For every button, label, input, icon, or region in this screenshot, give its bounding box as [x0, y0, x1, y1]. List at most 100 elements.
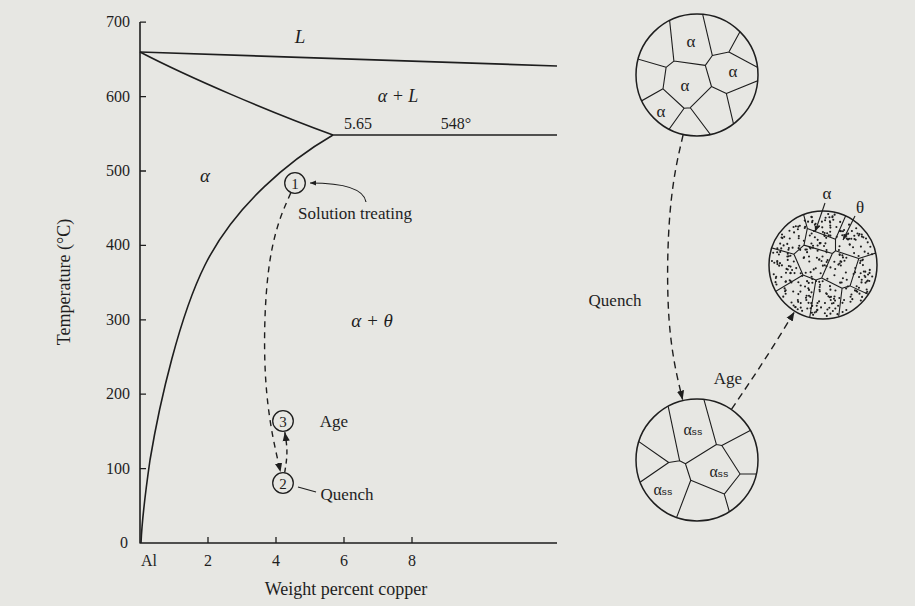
precipitate-dot	[810, 243, 812, 245]
precipitate-dot	[834, 300, 836, 302]
liquidus-line	[140, 52, 557, 66]
precipitate-dot	[845, 287, 847, 289]
phase-label: αₛₛ	[683, 422, 702, 438]
precipitate-dot	[849, 243, 851, 245]
precipitate-dot	[830, 296, 832, 298]
grain-structure-circle: αααα	[635, 13, 759, 137]
precipitate-dot	[818, 300, 820, 302]
solidus-line	[140, 52, 333, 135]
precipitate-dot	[775, 277, 777, 279]
precipitate-dot	[781, 237, 783, 239]
axis-title: Temperature (°C)	[55, 219, 73, 345]
precipitate-dot	[806, 251, 808, 253]
precipitate-dot	[834, 307, 836, 309]
phase-label: α	[681, 77, 690, 94]
precipitate-dot	[810, 291, 812, 293]
precipitate-dot	[819, 242, 821, 244]
phase-region-label: α + θ	[351, 311, 393, 330]
step-label: Quench	[321, 486, 374, 503]
precipitate-dot	[787, 249, 789, 251]
precipitate-dot	[829, 227, 831, 229]
precipitate-dot	[786, 243, 788, 245]
precipitate-dot	[795, 225, 797, 227]
precipitate-dot	[829, 285, 831, 287]
process-step-label: Quench	[586, 291, 645, 310]
precipitate-dot	[843, 260, 845, 262]
precipitate-dot	[798, 235, 800, 237]
precipitate-dot	[789, 237, 791, 239]
precipitate-dot	[792, 290, 794, 292]
precipitate-dot	[861, 236, 863, 238]
precipitate-dot	[854, 267, 856, 269]
precipitate-dot	[819, 286, 821, 288]
precipitate-dot	[807, 302, 809, 304]
precipitate-dot	[804, 285, 806, 287]
precipitate-dot	[825, 249, 827, 251]
precipitate-dot	[851, 298, 853, 300]
precipitate-dot	[831, 216, 833, 218]
precipitate-dot	[783, 244, 785, 246]
precipitate-dot	[841, 234, 843, 236]
precipitate-dot	[833, 298, 835, 300]
precipitate-dot	[785, 289, 787, 291]
precipitate-dot	[821, 255, 823, 257]
precipitate-dot	[853, 252, 855, 254]
precipitate-dot	[811, 305, 813, 307]
precipitate-dot	[782, 296, 784, 298]
precipitate-dot	[834, 268, 836, 270]
tick-label: 200	[106, 386, 130, 402]
precipitate-dot	[839, 282, 841, 284]
precipitate-dot	[811, 233, 813, 235]
precipitate-dot	[810, 216, 812, 218]
precipitate-dot	[826, 278, 828, 280]
eutectic-composition: 5.65	[344, 116, 372, 132]
precipitate-dot	[780, 276, 782, 278]
microstructure-outline	[636, 399, 758, 521]
precipitate-dot	[788, 230, 790, 232]
precipitate-dot	[833, 261, 835, 263]
leader-line	[310, 183, 366, 202]
precipitate-dot	[778, 254, 780, 256]
precipitate-dot	[829, 289, 831, 291]
precipitate-dot	[838, 262, 840, 264]
precipitate-dot	[869, 246, 871, 248]
precipitate-dot	[871, 253, 873, 255]
precipitate-dot	[858, 255, 860, 257]
phase-label: αₛₛ	[653, 482, 672, 498]
step-number-circle: 1	[284, 172, 306, 194]
precipitate-dot	[797, 228, 799, 230]
precipitate-dot	[828, 234, 830, 236]
precipitate-dot	[797, 308, 799, 310]
tick-label: 300	[106, 312, 130, 328]
step-circle	[285, 173, 306, 194]
tick-label: 8	[408, 553, 416, 569]
precipitate-dot	[815, 267, 817, 269]
grain-boundaries	[630, 393, 764, 527]
phase-label: α	[729, 63, 738, 80]
precipitate-dot	[820, 272, 822, 274]
precipitate-dot	[822, 231, 824, 233]
precipitate-dot	[805, 297, 807, 299]
precipitate-dot	[827, 259, 829, 261]
precipitate-dot	[784, 287, 786, 289]
precipitate-dot	[785, 293, 787, 295]
precipitate-dot	[822, 280, 824, 282]
precipitate-dot	[831, 302, 833, 304]
precipitate-structure-circle: αθ	[765, 185, 881, 325]
precipitate-dot	[867, 273, 869, 275]
precipitate-dot	[798, 245, 800, 247]
precipitate-dot	[828, 216, 830, 218]
precipitate-dot	[843, 229, 845, 231]
precipitate-dot	[808, 289, 810, 291]
precipitate-dot	[787, 268, 789, 270]
precipitate-dot	[793, 261, 795, 263]
precipitate-dot	[858, 276, 860, 278]
precipitate-dot	[859, 262, 861, 264]
precipitate-dot	[840, 261, 842, 263]
precipitate-dot	[826, 293, 828, 295]
precipitate-dot	[793, 304, 795, 306]
solvus-line	[141, 135, 333, 543]
tick-label: 500	[106, 163, 130, 179]
precipitate-dot	[849, 244, 851, 246]
